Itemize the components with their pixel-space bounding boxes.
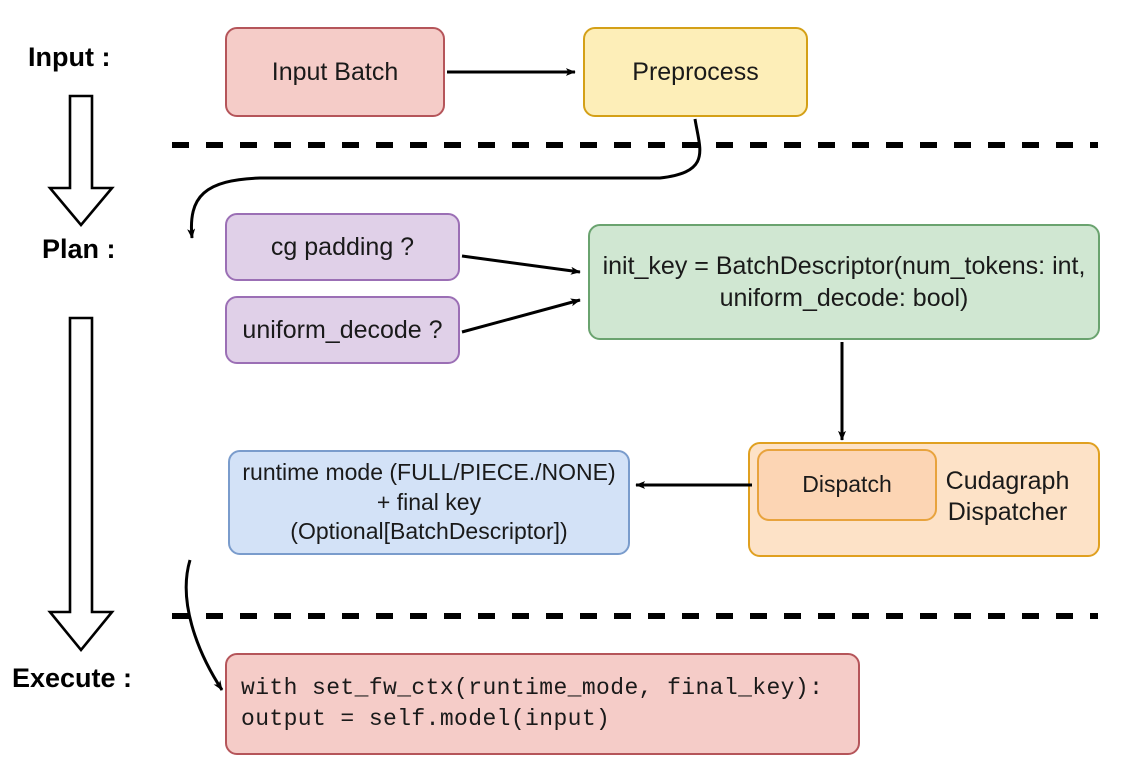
node-init-key[interactable]: init_key = BatchDescriptor(num_tokens: i… [588,224,1100,340]
node-runtime-mode[interactable]: runtime mode (FULL/PIECE./NONE) + final … [228,450,630,555]
node-input-batch-label: Input Batch [271,58,399,86]
node-cg-padding-label: cg padding ? [270,233,415,261]
node-dispatch-label: Dispatch [802,471,892,498]
node-cg-padding[interactable]: cg padding ? [225,213,460,281]
node-dispatch[interactable]: Dispatch [757,449,937,521]
input-to-plan-stage-arrow [47,94,115,228]
node-uniform-decode[interactable]: uniform_decode ? [225,296,460,364]
arrow-cg-padding-to-init-key [461,254,581,275]
node-preprocess-label: Preprocess [632,58,759,86]
node-cudagraph-dispatcher-label: Cudagraph Dispatcher [945,467,1070,527]
stage-label-plan: Plan : [42,234,116,264]
node-execute-code[interactable]: with set_fw_ctx(runtime_mode, final_key)… [225,653,860,755]
node-execute-code-label: with set_fw_ctx(runtime_mode, final_key)… [241,674,824,732]
node-input-batch[interactable]: Input Batch [225,27,445,117]
node-uniform-decode-label: uniform_decode ? [242,316,443,344]
stage-label-input: Input : [28,42,111,72]
arrow-uniform-decode-to-init-key [461,298,581,334]
node-init-key-label: init_key = BatchDescriptor(num_tokens: i… [602,252,1086,312]
node-preprocess[interactable]: Preprocess [583,27,808,117]
arrow-runtime-mode-to-execute-code [184,559,224,691]
plan-to-execute-stage-arrow [47,316,115,653]
stage-label-execute: Execute : [12,663,133,693]
node-runtime-mode-label: runtime mode (FULL/PIECE./NONE) + final … [242,459,616,545]
